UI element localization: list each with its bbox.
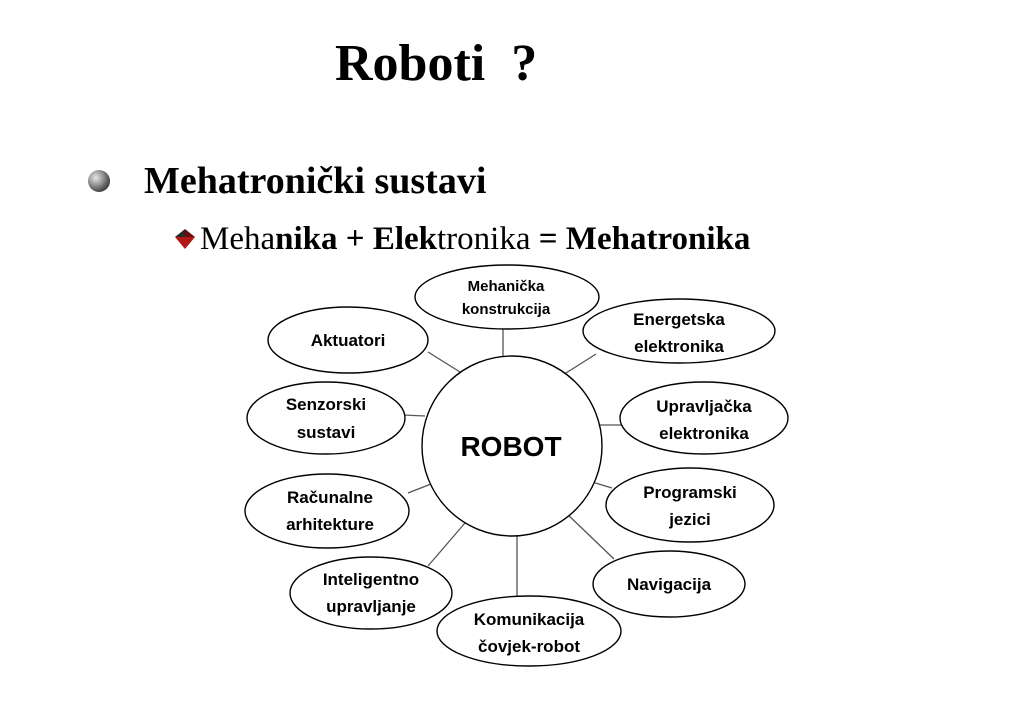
formula-part: Meha — [200, 221, 276, 257]
node-label: Senzorski — [286, 395, 366, 414]
robot-center-circle — [421, 355, 603, 537]
node-aktuatori — [267, 306, 429, 374]
formula-part: Elek — [372, 221, 438, 257]
node-label: Navigacija — [627, 575, 712, 594]
node-senzorski-sustavi — [246, 381, 406, 455]
node-mehanicka-konstrukcija — [414, 264, 600, 330]
bullet-text: Mehatronički sustavi — [144, 160, 487, 202]
sphere-bullet-icon — [88, 170, 110, 192]
node-label: Aktuatori — [311, 331, 386, 350]
node-label: Mehanička — [468, 278, 545, 295]
formula-part: nika — [275, 221, 338, 257]
connector-line — [427, 351, 461, 373]
node-label: Računalne — [287, 488, 373, 507]
node-label: elektronika — [634, 337, 724, 356]
node-label: konstrukcija — [462, 301, 551, 318]
node-label: arhitekture — [286, 515, 374, 534]
node-label: Energetska — [633, 310, 725, 329]
connector-line — [402, 414, 426, 417]
node-racunalne-arhitekture — [244, 473, 410, 549]
node-label: Inteligentno — [323, 570, 419, 589]
formula-part: + — [337, 221, 373, 257]
formula-part: = Mehatronika — [530, 221, 751, 257]
connector-line — [565, 353, 597, 374]
connector-lines — [402, 328, 624, 604]
bullet-item-mehatronicki: Mehatronički sustavi — [88, 158, 486, 204]
node-label: Upravljačka — [656, 397, 752, 416]
node-label: elektronika — [659, 424, 749, 443]
node-label: jezici — [668, 510, 711, 529]
node-programski-jezici — [605, 467, 775, 543]
connector-line — [591, 481, 613, 489]
node-navigacija — [592, 550, 746, 618]
node-label: Komunikacija — [474, 610, 585, 629]
center-label: ROBOT — [460, 431, 561, 462]
connector-line — [427, 522, 466, 567]
node-upravljacka-elektronika — [619, 381, 789, 455]
formula-part: tronika — [437, 221, 531, 257]
node-label: upravljanje — [326, 597, 416, 616]
red-arrow-bullet-icon — [175, 229, 195, 249]
slide-title: Roboti ? — [335, 35, 538, 92]
node-inteligentno-upravljanje — [289, 556, 453, 630]
node-energetska-elektronika — [582, 298, 776, 364]
node-komunikacija-covjek-robot — [436, 595, 622, 667]
node-label: Programski — [643, 483, 737, 502]
node-label: sustavi — [297, 423, 356, 442]
connector-line — [407, 483, 432, 494]
connector-line — [564, 511, 615, 560]
node-label: čovjek-robot — [478, 637, 580, 656]
